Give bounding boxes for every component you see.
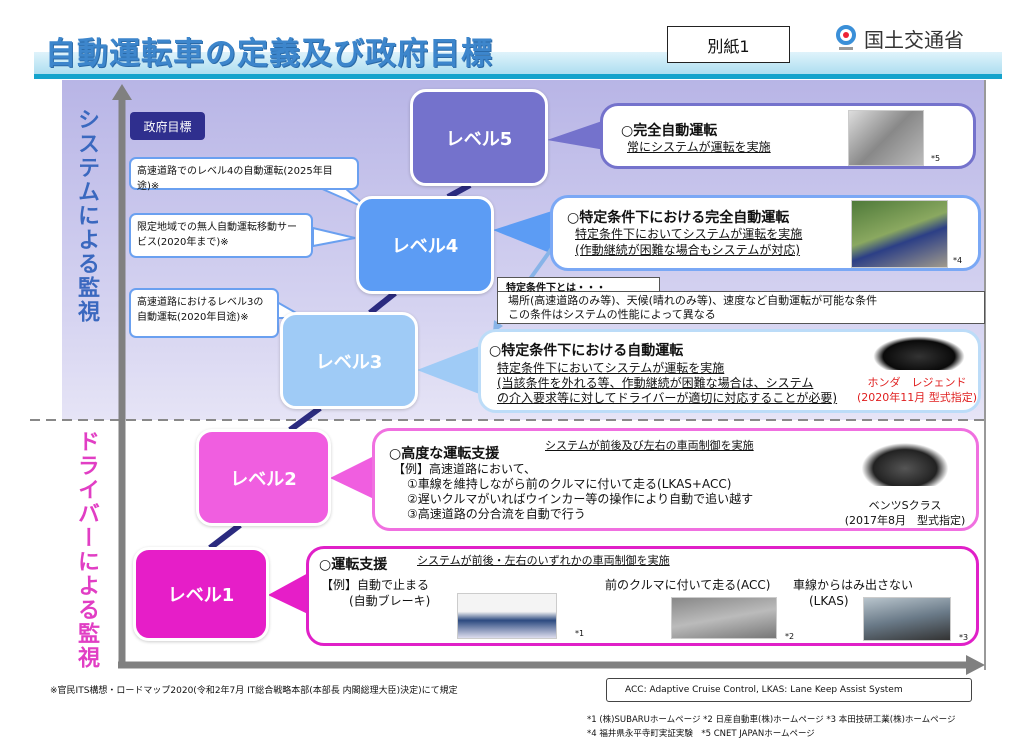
- title-underline: [34, 74, 1002, 79]
- level-1-box: レベル1: [133, 547, 269, 641]
- l3-pointer: [417, 345, 482, 395]
- level-2-box: レベル2: [196, 429, 331, 526]
- level-3-car-name: ホンダ レジェンド: [867, 376, 967, 389]
- gov-goal-label: 政府目標: [130, 112, 205, 140]
- ministry-emblem-icon: [836, 24, 856, 50]
- benz-s-class-photo: [860, 442, 950, 486]
- level-2-car-name: ベンツSクラス: [868, 499, 942, 512]
- connector-4-5: [446, 182, 472, 200]
- level-1-ref: *2: [785, 632, 795, 641]
- level-4-heading: ○特定条件下における完全自動運転: [567, 210, 790, 226]
- level-2-line: ①車線を維持しながら前のクルマに付いて走る(LKAS+ACC): [407, 477, 732, 491]
- level-3-car-note: (2020年11月 型式指定): [856, 391, 978, 404]
- gov-goal-item: 高速道路におけるレベル3の自動運転(2020年目途)※: [129, 288, 279, 338]
- image-credits: *1 (株)SUBARUホームページ *2 日産自動車(株)ホームページ *3 …: [587, 715, 956, 725]
- subaru-photo: [457, 593, 557, 639]
- level-1-example-title: 車線からはみ出さない: [793, 578, 914, 592]
- honda-legend-photo: [873, 336, 965, 370]
- frame-line: [984, 80, 986, 670]
- level-4-description: ○特定条件下における完全自動運転 特定条件下においてシステムが運転を実施 (作動…: [550, 195, 981, 271]
- condition-note-line: 場所(高速道路のみ等)、天候(晴れのみ等)、速度など自動運転が可能な条件: [508, 294, 878, 307]
- gov-goal-item: 高速道路でのレベル4の自動運転(2025年目途)※: [129, 157, 359, 192]
- l2-pointer: [330, 455, 376, 500]
- connector-1-2: [208, 522, 242, 551]
- level-3-description: ○特定条件下における自動運転 特定条件下においてシステムが運転を実施 (当該条件…: [478, 329, 981, 413]
- l1-pointer: [268, 572, 310, 615]
- condition-note-line: この条件はシステムの性能によって異なる: [508, 308, 716, 322]
- level-1-ref: *3: [959, 633, 969, 642]
- level-2-car-note: (2017年8月 型式指定): [844, 514, 966, 527]
- level-1-summary: システムが前後・左右のいずれかの車両制御を実施: [417, 554, 670, 567]
- level-4-ref: *4: [953, 256, 963, 265]
- level-1-heading: ○運転支援: [319, 557, 388, 573]
- level-3-line: 特定条件下においてシステムが運転を実施: [497, 361, 725, 375]
- level-3-line: (当該条件を外れる等、作動継続が困難な場合は、システム: [497, 376, 814, 390]
- vertical-axis-arrowhead: [112, 84, 132, 100]
- level-4-line: 特定条件下においてシステムが運転を実施: [575, 227, 803, 241]
- nissan-acc-photo: [671, 597, 777, 639]
- l4-pointer: [493, 210, 555, 255]
- level-3-line: の介入要求等に対してドライバーが適切に対応することが必要): [497, 391, 838, 405]
- level-4-box: レベル4: [356, 196, 494, 294]
- connector-3-4: [368, 290, 397, 316]
- level-5-description: ○完全自動運転 常にシステムが運転を実施 *5: [600, 103, 976, 169]
- level-2-line: 【例】高速道路において、: [393, 462, 537, 476]
- level-2-heading: ○高度な運転支援: [389, 446, 500, 462]
- level-5-heading: ○完全自動運転: [621, 123, 718, 139]
- level-1-example-sub: (LKAS): [809, 594, 849, 608]
- level-2-line: ③高速道路の分合流を自動で行う: [407, 507, 586, 521]
- ministry-logo: 国土交通省: [836, 24, 964, 53]
- gov-goal-item: 限定地域での無人自動運転移動サービス(2020年まで)※: [129, 213, 313, 258]
- level-1-example-title: 前のクルマに付いて走る(ACC): [605, 578, 771, 592]
- title-band: [34, 52, 1002, 76]
- level-1-example-title: 【例】自動で止まる: [321, 578, 430, 592]
- level-5-ref: *5: [931, 154, 941, 163]
- level-5-photo: [848, 110, 924, 166]
- driver-monitoring-label: ドライバーによる監視: [74, 430, 99, 670]
- level-2-description: ○高度な運転支援 システムが前後及び左右の車両制御を実施 【例】高速道路において…: [372, 428, 979, 531]
- page-title: 自動運転車の定義及び政府目標: [45, 36, 493, 72]
- level-4-photo: [851, 200, 948, 268]
- level-3-heading: ○特定条件下における自動運転: [489, 343, 684, 359]
- level-4-line: (作動継続が困難な場合もシステムが対応): [575, 243, 801, 257]
- abbreviation-box: ACC: Adaptive Cruise Control, LKAS: Lane…: [606, 678, 972, 702]
- image-credits: *4 福井県永平寺町実証実験 *5 CNET JAPANホームページ: [587, 729, 815, 739]
- level-5-box: レベル5: [410, 89, 548, 186]
- level-3-box: レベル3: [280, 312, 418, 409]
- attachment-label: 別紙1: [667, 26, 790, 63]
- condition-note-title: 特定条件下とは・・・: [497, 277, 660, 294]
- condition-note: 場所(高速道路のみ等)、天候(晴れのみ等)、速度など自動運転が可能な条件 この条…: [497, 291, 985, 324]
- level-1-ref: *1: [575, 629, 585, 638]
- level-1-example-sub: (自動ブレーキ): [349, 594, 431, 608]
- system-monitoring-label: システムによる監視: [74, 108, 99, 324]
- level-5-line: 常にシステムが運転を実施: [627, 140, 771, 154]
- l5-pointer: [547, 120, 605, 150]
- level-2-line: ②遅いクルマがいればウインカー等の操作により自動で追い越す: [407, 492, 754, 506]
- ministry-name: 国土交通省: [864, 28, 964, 52]
- horizontal-axis-arrowhead: [966, 655, 985, 675]
- level-2-summary: システムが前後及び左右の車両制御を実施: [545, 439, 754, 452]
- honda-lkas-photo: [863, 597, 951, 641]
- connector-2-3: [288, 405, 322, 433]
- goal-tail-2: [312, 226, 356, 248]
- level-1-description: ○運転支援 システムが前後・左右のいずれかの車両制御を実施 【例】自動で止まる …: [306, 546, 979, 646]
- footnote: ※官民ITS構想・ロードマップ2020(令和2年7月 IT総合戦略本部(本部長 …: [50, 686, 458, 696]
